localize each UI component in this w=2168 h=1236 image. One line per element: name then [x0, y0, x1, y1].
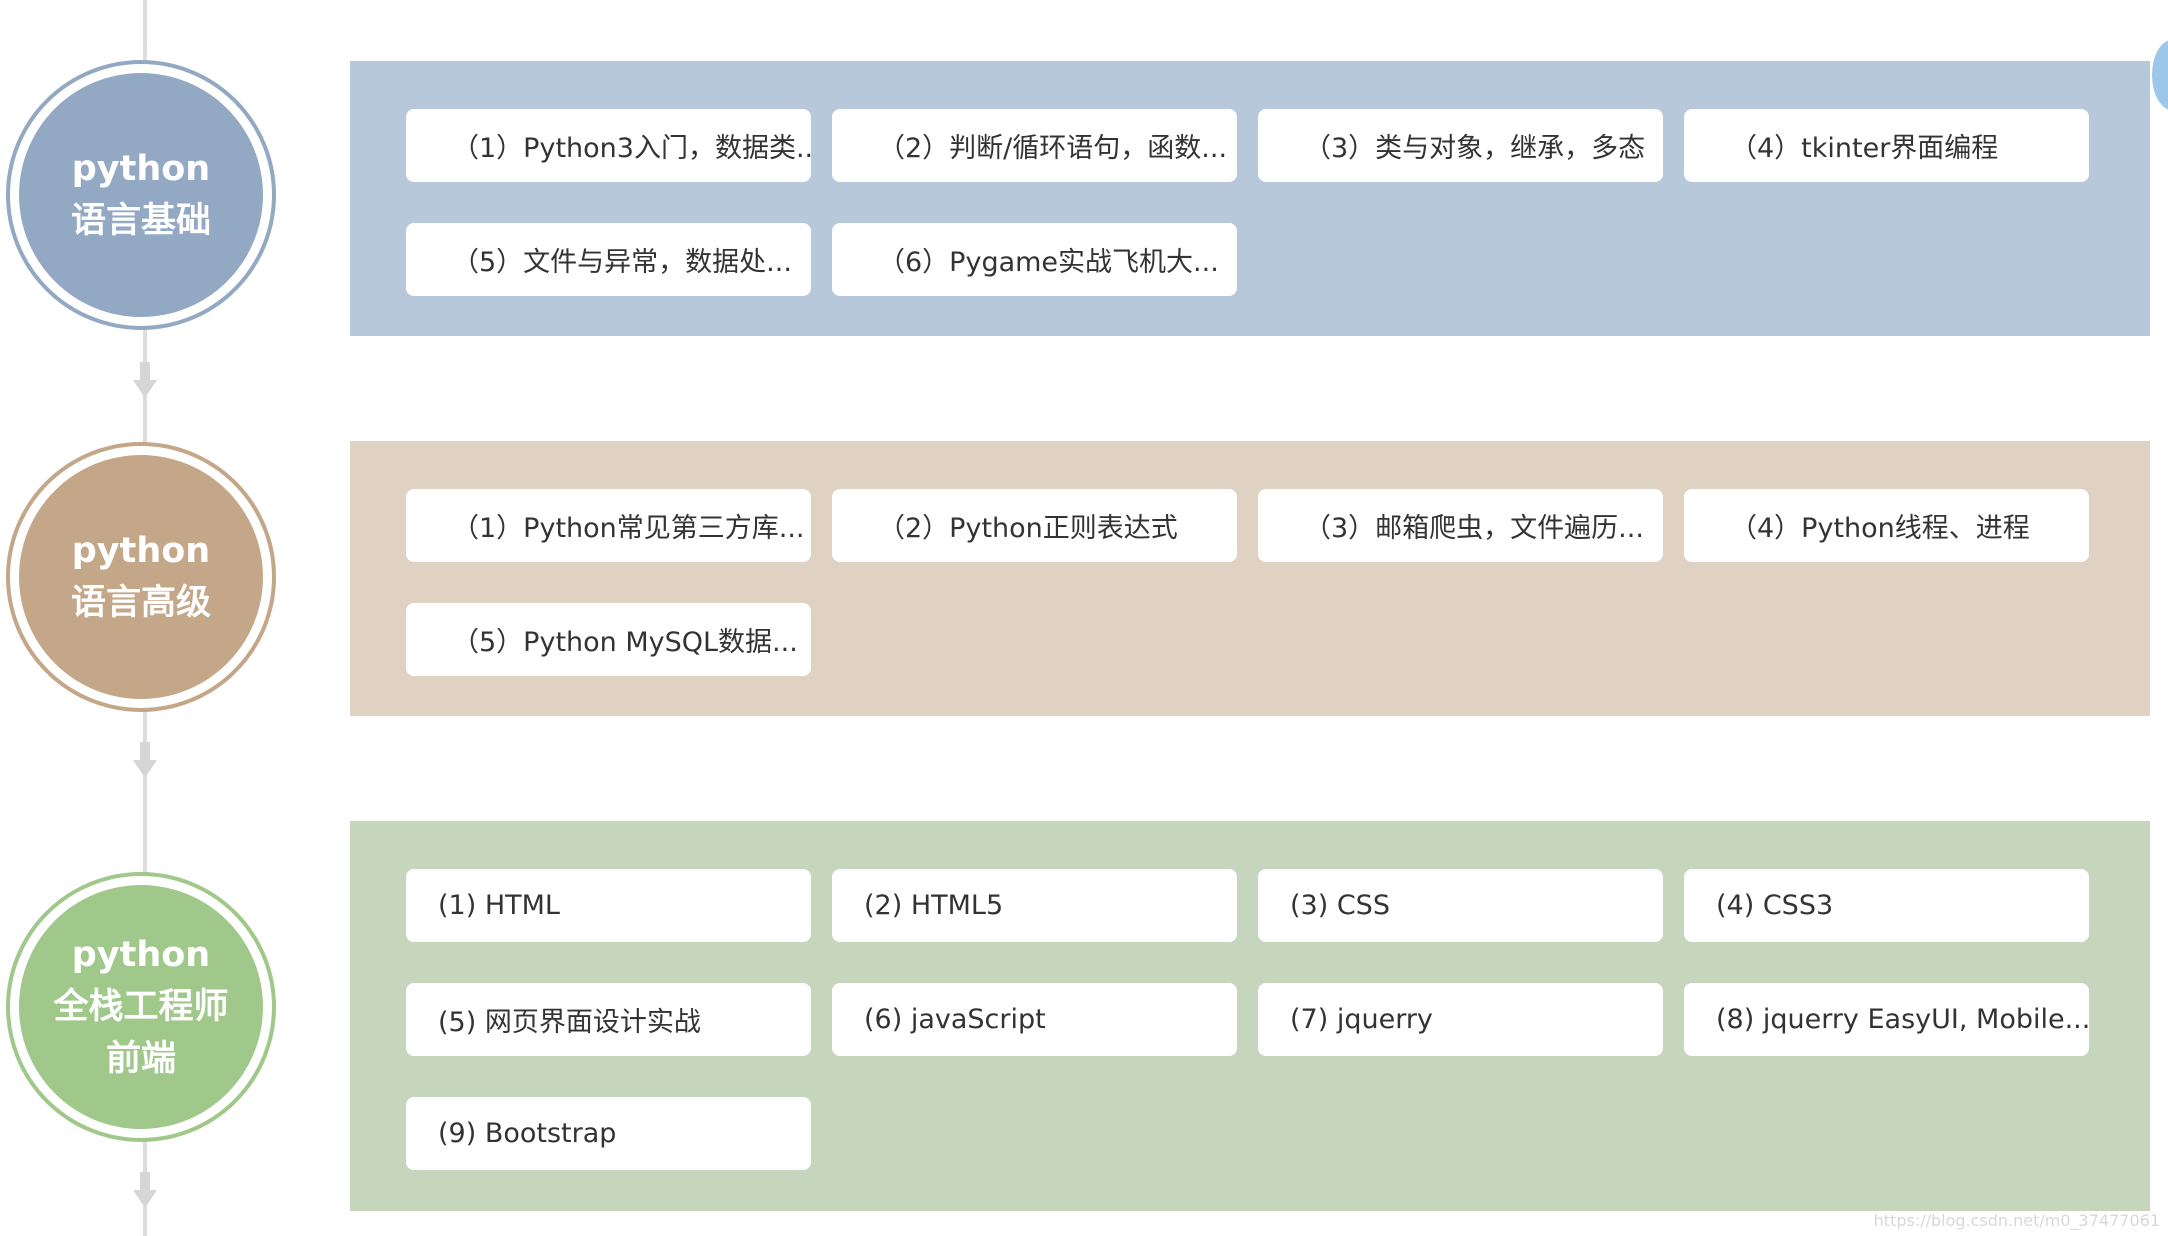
topic-chip[interactable]: （4）tkinter界面编程	[1684, 109, 2089, 182]
topic-chip[interactable]: （3）类与对象，继承，多态	[1258, 109, 1663, 182]
topic-chip[interactable]: （5）Python MySQL数据...	[406, 603, 811, 676]
topic-chip[interactable]: （6）Pygame实战飞机大...	[832, 223, 1237, 296]
topic-chip[interactable]: (6) javaScript	[832, 983, 1237, 1056]
decorative-blob	[2152, 40, 2168, 110]
stage-title: 语言高级	[70, 583, 211, 623]
topic-chip[interactable]: (5) 网页界面设计实战	[406, 983, 811, 1056]
stage-title: 语言基础	[70, 201, 211, 241]
topic-chip[interactable]: （3）邮箱爬虫，文件遍历...	[1258, 489, 1663, 562]
stage-title: python	[71, 935, 211, 975]
stage-panel-advanced: （1）Python常见第三方库... （2）Python正则表达式 （3）邮箱爬…	[350, 441, 2150, 716]
topic-chip[interactable]: (1) HTML	[406, 869, 811, 942]
stage-title: 全栈工程师	[53, 987, 229, 1027]
topic-chip[interactable]: (9) Bootstrap	[406, 1097, 811, 1170]
topic-chip[interactable]: （2）Python正则表达式	[832, 489, 1237, 562]
topic-chip[interactable]: (7) jquerry	[1258, 983, 1663, 1056]
watermark: https://blog.csdn.net/m0_37477061	[1873, 1211, 2160, 1230]
topic-chip[interactable]: （2）判断/循环语句，函数...	[832, 109, 1237, 182]
stage-node-basics[interactable]: python 语言基础	[6, 60, 276, 330]
topic-chip[interactable]: (8) jquerry EasyUI, Mobile...	[1684, 983, 2089, 1056]
stage-panel-basics: （1）Python3入门，数据类... （2）判断/循环语句，函数... （3）…	[350, 61, 2150, 336]
topic-chip[interactable]: （4）Python线程、进程	[1684, 489, 2089, 562]
stage-title: 前端	[105, 1039, 176, 1079]
stage-node-fullstack[interactable]: python 全栈工程师 前端	[6, 872, 276, 1142]
down-arrow-icon	[133, 742, 157, 778]
down-arrow-icon	[133, 1172, 157, 1208]
topic-chip[interactable]: （5）文件与异常，数据处...	[406, 223, 811, 296]
topic-chip[interactable]: (4) CSS3	[1684, 869, 2089, 942]
stage-title: python	[71, 531, 211, 571]
stage-title: python	[71, 149, 211, 189]
down-arrow-icon	[133, 362, 157, 398]
topic-chip[interactable]: (2) HTML5	[832, 869, 1237, 942]
topic-chip[interactable]: （1）Python3入门，数据类...	[406, 109, 811, 182]
topic-chip[interactable]: (3) CSS	[1258, 869, 1663, 942]
topic-chip[interactable]: （1）Python常见第三方库...	[406, 489, 811, 562]
stage-panel-fullstack: (1) HTML (2) HTML5 (3) CSS (4) CSS3 (5) …	[350, 821, 2150, 1211]
stage-node-advanced[interactable]: python 语言高级	[6, 442, 276, 712]
